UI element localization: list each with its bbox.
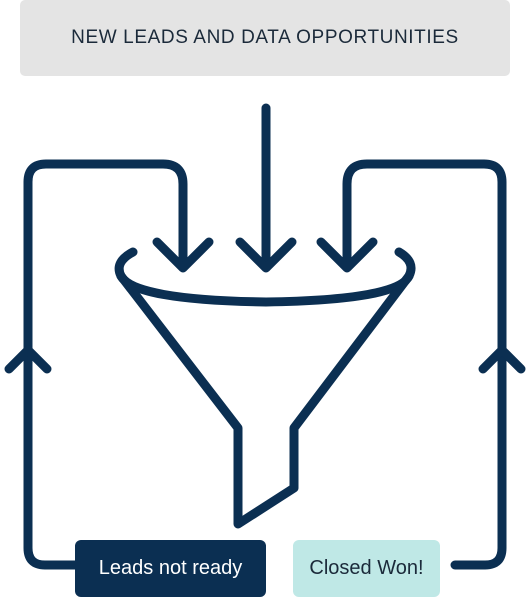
header-label: NEW LEADS AND DATA OPPORTUNITIES <box>71 27 459 48</box>
new-leads-header: NEW LEADS AND DATA OPPORTUNITIES <box>20 0 510 76</box>
left-loop-line <box>23 159 188 570</box>
closed-won-label: Closed Won! <box>309 557 424 579</box>
right-loop-up-arrowhead <box>478 345 526 374</box>
closed-won-badge: Closed Won! <box>293 540 440 597</box>
right-loop-top-arrowhead <box>316 237 378 273</box>
right-loop-line <box>342 159 507 570</box>
leads-not-ready-label: Leads not ready <box>98 557 243 579</box>
funnel-body <box>116 271 414 529</box>
left-loop-up-arrowhead <box>4 345 52 374</box>
funnel-icon <box>114 247 416 529</box>
leads-not-ready-badge: Leads not ready <box>75 540 266 597</box>
center-arrowhead <box>235 237 297 273</box>
left-loop-top-arrowhead <box>152 237 214 273</box>
